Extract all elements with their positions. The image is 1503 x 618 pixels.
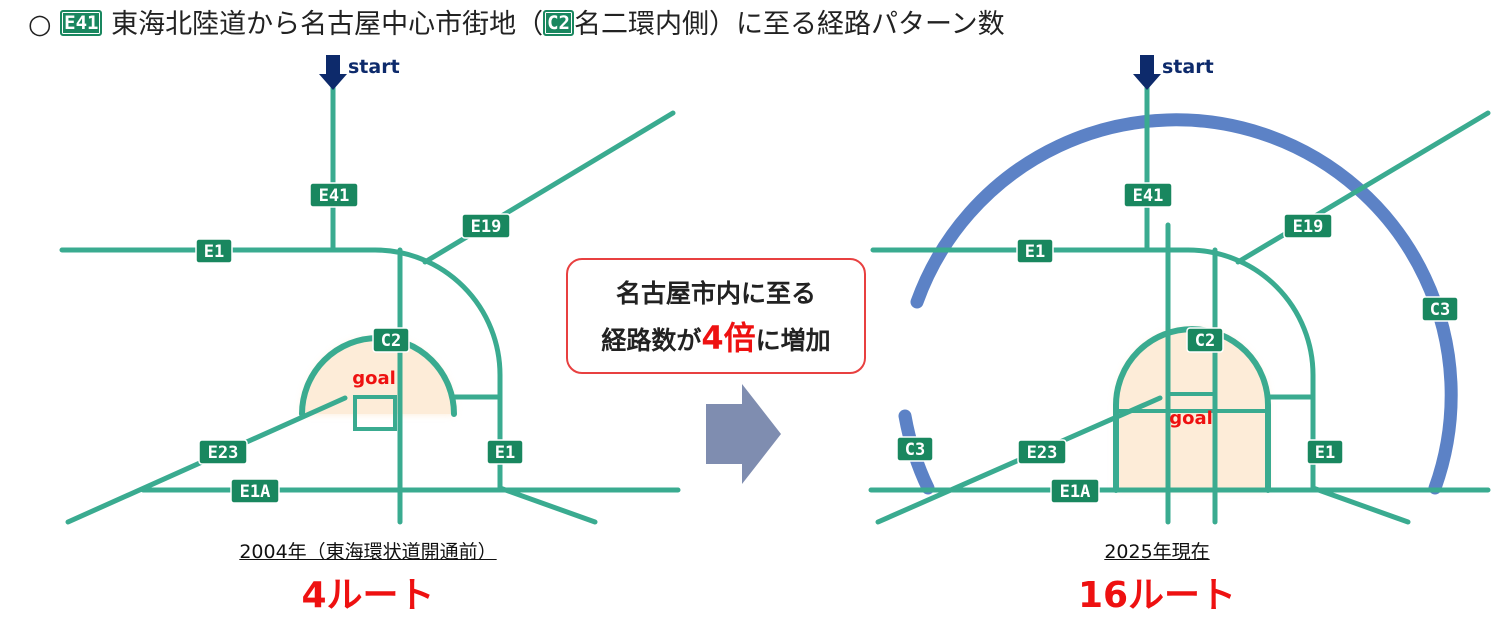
right-shield-e1-top: E1 [1016,238,1054,264]
left-shield-e1a: E1A [230,478,280,504]
svg-text:E1A: E1A [240,482,271,502]
callout-line-2-post: に増加 [755,326,831,355]
right-start-arrow [1133,55,1161,90]
svg-text:C3: C3 [1430,300,1450,320]
callout-line-2-pre: 経路数が [601,326,702,355]
title-bullet: ○ [28,9,52,40]
svg-text:E1: E1 [495,443,515,463]
title-text-2: 名二環内側）に至る経路パターン数 [573,9,1005,40]
svg-text:E19: E19 [471,217,502,237]
left-road-box [353,395,397,431]
svg-text:C2: C2 [381,331,401,351]
right-road-c3-arc [910,113,1458,495]
left-map: goal start E41 E19 E1 C2 E23 E1 E1A [59,55,681,525]
left-start-label: start [348,56,400,78]
left-shield-c2: C2 [372,327,410,353]
right-goal-label: goal [1169,408,1213,429]
right-shield-e1a: E1A [1050,478,1100,504]
route-shield-c2: C2 [543,10,574,36]
right-shield-c3-east: C3 [1421,296,1459,322]
callout-box: 名古屋市内に至る 経路数が4倍に増加 [566,258,866,374]
left-route-count: 4ルート [301,575,435,616]
left-goal-label: goal [352,368,396,389]
right-road-e1-tail [1310,485,1411,525]
right-shield-c3-west: C3 [896,436,934,462]
right-shield-e23: E23 [1017,439,1067,465]
progress-arrow [706,384,781,484]
svg-text:E1A: E1A [1060,482,1091,502]
left-start-arrow [319,55,347,90]
svg-text:E23: E23 [1027,443,1058,463]
left-shield-e19: E19 [461,213,511,239]
left-shield-e1-top: E1 [195,238,233,264]
right-road-e1-main [870,247,1316,491]
right-start-label: start [1162,56,1214,78]
left-shield-e41: E41 [309,182,359,208]
right-road-e19 [1235,110,1491,265]
callout-line-1: 名古屋市内に至る [615,279,816,308]
svg-text:E41: E41 [1133,186,1164,206]
right-caption: 2025年現在 [1104,541,1210,563]
right-shield-e41: E41 [1123,182,1173,208]
left-road-e1-tail [497,485,598,525]
svg-text:E1: E1 [1315,443,1335,463]
svg-text:E41: E41 [319,186,350,206]
right-shield-c2: C2 [1186,327,1224,353]
left-shield-e23: E23 [198,439,248,465]
right-map: goal start E41 E19 E1 C3 C2 C3 E23 E1 E1… [868,55,1491,525]
right-shield-e1-right: E1 [1306,439,1344,465]
left-road-e1-main [59,247,503,491]
left-goal-area [302,338,454,414]
left-caption: 2004年（東海環状道開通前） [239,541,497,563]
route-shield-e41: E41 [60,10,103,36]
svg-text:C2: C2 [1195,331,1215,351]
svg-text:E19: E19 [1293,217,1324,237]
callout-highlight: 4倍 [701,319,756,357]
title-text-1: 東海北陸道から名古屋中心市街地（ [111,9,544,40]
callout-line-2: 経路数が4倍に増加 [568,316,864,363]
right-shield-e19: E19 [1283,213,1333,239]
left-shield-e1-right: E1 [486,439,524,465]
left-road-e19 [422,110,676,265]
right-route-count: 16ルート [1077,575,1237,616]
svg-text:E1: E1 [204,242,224,262]
svg-text:C3: C3 [905,440,925,460]
svg-text:E23: E23 [208,443,239,463]
svg-text:E1: E1 [1025,242,1045,262]
